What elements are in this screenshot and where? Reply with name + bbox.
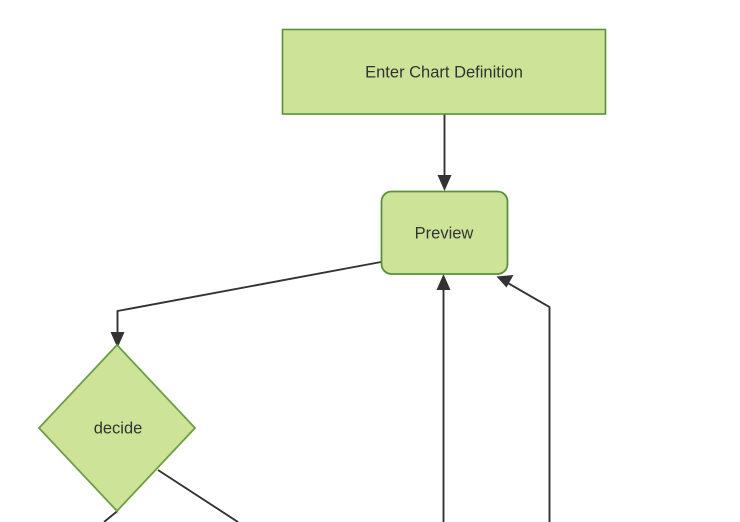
arrowhead-icon bbox=[110, 332, 125, 348]
edge-line bbox=[103, 510, 119, 522]
edge-bottom-right-to-preview bbox=[496, 275, 551, 522]
node-decide[interactable]: decide bbox=[37, 343, 197, 513]
edge-line bbox=[505, 281, 551, 522]
node-rect[interactable] bbox=[281, 28, 607, 115]
edge-line bbox=[116, 261, 382, 338]
edge-decide-bottom-out bbox=[103, 510, 119, 522]
edge-enter-to-preview bbox=[437, 114, 452, 191]
arrowhead-icon bbox=[437, 175, 452, 191]
edge-preview-to-decide bbox=[110, 261, 382, 348]
arrowhead-icon bbox=[496, 275, 514, 288]
arrowhead-icon bbox=[436, 274, 451, 290]
node-rounded-rect[interactable] bbox=[380, 190, 509, 275]
node-diamond[interactable] bbox=[37, 343, 197, 513]
node-enter-chart-definition[interactable]: Enter Chart Definition bbox=[281, 28, 607, 115]
node-label-enter-chart-definition: Enter Chart Definition bbox=[365, 63, 523, 81]
node-label-decide: decide bbox=[94, 419, 143, 437]
edge-line bbox=[157, 469, 239, 522]
edge-bottom-center-to-preview bbox=[436, 274, 451, 522]
edge-decide-right-out bbox=[157, 469, 239, 522]
node-preview[interactable]: Preview bbox=[380, 190, 509, 275]
node-label-preview: Preview bbox=[415, 224, 474, 242]
